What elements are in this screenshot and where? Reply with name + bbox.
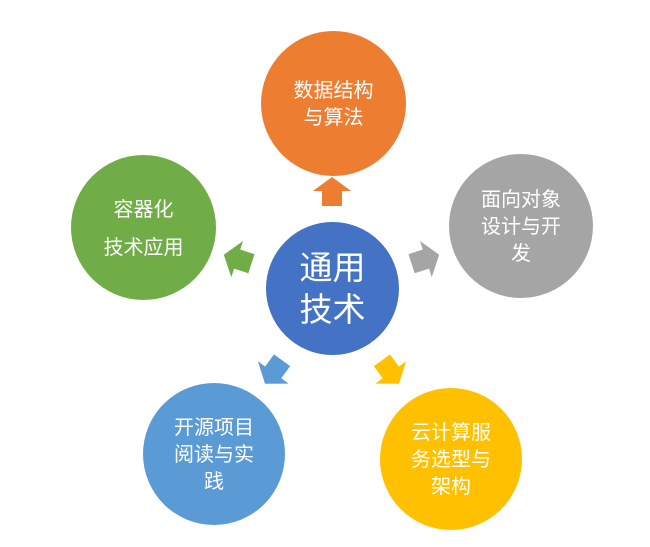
node-ood: 面向对象 设计与开 发 xyxy=(449,154,593,298)
node-label-line: 务选型与 xyxy=(411,446,491,471)
node-label-line: 容器化 xyxy=(113,196,174,221)
arrow-to-container xyxy=(223,241,255,278)
arrow-to-opensource xyxy=(257,354,291,384)
node-label-line: 云计算服 xyxy=(411,419,491,444)
node-label-line: 开源项目 xyxy=(174,414,254,439)
node-container: 容器化 技术应用 xyxy=(71,155,216,300)
node-ood-label: 面向对象 设计与开 发 xyxy=(449,154,593,298)
node-center: 通用 技术 xyxy=(263,219,402,358)
arrow-to-data-structures xyxy=(313,177,351,206)
node-label-line: 面向对象 xyxy=(481,186,561,211)
node-cloud: 云计算服 务选型与 架构 xyxy=(380,388,522,530)
node-container-label: 容器化 技术应用 xyxy=(71,155,216,300)
node-label-line: 设计与开 xyxy=(481,213,561,238)
node-data-structures-label: 数据结构 与算法 xyxy=(261,31,406,176)
node-label-line: 与算法 xyxy=(303,104,364,129)
arrow-to-ood xyxy=(408,241,440,278)
node-label-line: 技术 xyxy=(299,289,366,329)
node-label-line: 架构 xyxy=(431,473,471,498)
node-opensource-label: 开源项目 阅读与实 践 xyxy=(143,383,285,525)
node-label-line: 技术应用 xyxy=(103,234,184,259)
node-label-line: 践 xyxy=(204,468,224,493)
node-data-structures: 数据结构 与算法 xyxy=(261,31,406,176)
node-cloud-label: 云计算服 务选型与 架构 xyxy=(380,388,522,530)
node-label-line: 数据结构 xyxy=(293,77,374,102)
arrow-to-cloud xyxy=(373,354,407,384)
node-opensource: 开源项目 阅读与实 践 xyxy=(143,383,285,525)
node-center-label: 通用 技术 xyxy=(266,222,399,355)
node-label-line: 发 xyxy=(511,240,531,265)
node-label-line: 阅读与实 xyxy=(174,441,254,466)
node-label-line: 通用 xyxy=(299,247,366,287)
